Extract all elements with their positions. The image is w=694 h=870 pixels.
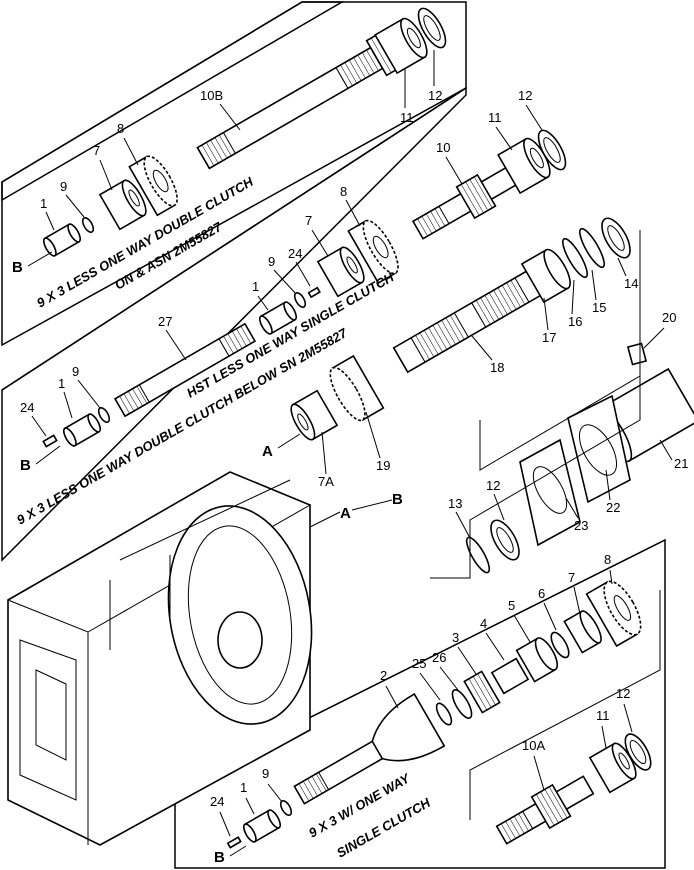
transmission-housing: [6, 471, 313, 846]
svg-text:19: 19: [376, 458, 390, 473]
svg-text:10B: 10B: [200, 88, 223, 103]
svg-text:12: 12: [486, 478, 500, 493]
svg-text:6: 6: [538, 586, 545, 601]
svg-text:8: 8: [340, 184, 347, 199]
svg-text:27: 27: [158, 314, 172, 329]
svg-text:7A: 7A: [318, 474, 334, 489]
svg-text:10A: 10A: [522, 738, 545, 753]
svg-text:18: 18: [490, 360, 504, 375]
svg-text:7: 7: [305, 213, 312, 228]
svg-text:24: 24: [20, 400, 34, 415]
svg-text:B: B: [392, 491, 403, 508]
svg-text:12: 12: [518, 88, 532, 103]
svg-text:20: 20: [662, 310, 676, 325]
svg-text:7: 7: [93, 143, 100, 158]
bottom-parts: [226, 580, 652, 849]
svg-text:4: 4: [480, 616, 487, 631]
svg-text:3: 3: [452, 630, 459, 645]
svg-text:11: 11: [596, 708, 610, 723]
svg-text:9: 9: [72, 364, 79, 379]
ref-b-top: B: [12, 259, 23, 276]
panel1-callouts: 1 9 7 8 10B 11 12: [40, 50, 442, 231]
svg-text:24: 24: [210, 794, 224, 809]
panel-double-clutch-outline: [1, 1, 467, 347]
svg-text:11: 11: [488, 110, 502, 125]
svg-text:5: 5: [508, 598, 515, 613]
svg-text:15: 15: [592, 300, 606, 315]
mid-bracket-lines: [430, 230, 641, 579]
svg-text:10: 10: [436, 140, 450, 155]
panel1-parts: [42, 7, 447, 257]
svg-text:11: 11: [400, 110, 414, 125]
svg-text:1: 1: [252, 279, 259, 294]
panel3-parts: [42, 322, 257, 448]
svg-text:13: 13: [448, 496, 462, 511]
ref-a-mid: A: [262, 443, 273, 460]
svg-text:7: 7: [568, 570, 575, 585]
panel2-parts: [258, 129, 567, 335]
svg-text:9: 9: [262, 766, 269, 781]
svg-text:2: 2: [380, 668, 387, 683]
svg-text:12: 12: [616, 686, 630, 701]
panel3-callouts: 24 1 9 27: [20, 314, 187, 437]
svg-text:1: 1: [58, 376, 65, 391]
svg-text:25: 25: [412, 656, 426, 671]
panel-mid-divider: [1, 87, 467, 391]
svg-text:24: 24: [288, 246, 302, 261]
svg-text:16: 16: [568, 314, 582, 329]
svg-text:1: 1: [240, 780, 247, 795]
svg-text:9: 9: [60, 179, 67, 194]
svg-text:12: 12: [428, 88, 442, 103]
housing-refs: A B: [303, 491, 403, 531]
mid-section-callouts: 7A 19 18 17 16 15 14 20 21 22 23 12 13: [318, 257, 688, 539]
panel2-callouts: 1 9 24 7 8 10 11 12: [252, 88, 543, 311]
svg-text:9: 9: [268, 254, 275, 269]
svg-text:8: 8: [604, 552, 611, 567]
panel-one-way-outline: [174, 538, 666, 869]
svg-text:26: 26: [432, 650, 446, 665]
mid-section-parts: [290, 217, 694, 574]
ref-b-mid: B: [20, 457, 31, 474]
bottom-callouts: 2 25 26 3 4 5 6 7 8 11 12 10A 24 1 9: [210, 552, 633, 837]
svg-text:17: 17: [542, 330, 556, 345]
bottom-bracket: [469, 590, 661, 820]
svg-text:A: A: [340, 505, 351, 522]
ref-b-bottom: B: [214, 849, 225, 866]
svg-text:22: 22: [606, 500, 620, 515]
svg-text:23: 23: [574, 518, 588, 533]
svg-text:8: 8: [117, 121, 124, 136]
svg-text:21: 21: [674, 456, 688, 471]
svg-text:14: 14: [624, 276, 638, 291]
svg-text:1: 1: [40, 196, 47, 211]
